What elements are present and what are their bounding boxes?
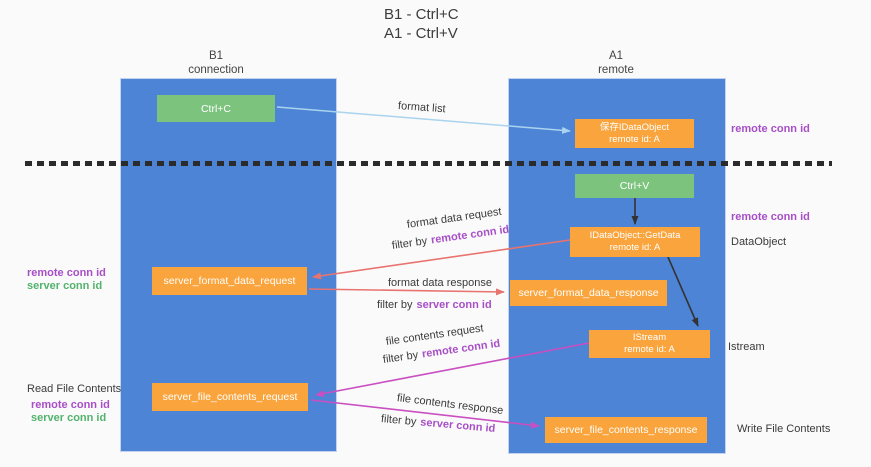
node-server-format-data-request: server_format_data_request (152, 267, 307, 295)
node-server-file-contents-request-label: server_file_contents_request (162, 391, 298, 403)
left-label-server-conn-id-1: server conn id (27, 280, 103, 292)
file-contents-response-arrow (310, 399, 540, 429)
left-label-remote-conn-id-2: remote conn id (31, 399, 110, 411)
node-idataobject-getdata-line2: remote id: A (609, 242, 661, 253)
left-column-role: connection (188, 64, 244, 76)
format-data-request-arrow (312, 239, 571, 280)
right-column-role: remote (598, 64, 634, 76)
node-istream: IStream remote id: A (589, 330, 710, 358)
node-ctrl-v-label: Ctrl+V (619, 180, 650, 192)
node-ctrl-c: Ctrl+C (157, 95, 275, 122)
node-ctrl-c-label: Ctrl+C (200, 102, 232, 115)
node-server-file-contents-response: server_file_contents_response (545, 417, 707, 443)
node-saved-idataobject-line1: 保存IDataObject (599, 121, 670, 133)
node-saved-idataobject: 保存IDataObject remote id: A (575, 119, 694, 148)
filter-server-conn-id-text: server conn id (416, 299, 492, 311)
title-line-2: A1 - Ctrl+V (384, 25, 458, 42)
left-column-header: B1 connection (120, 49, 312, 77)
label-filter-by-server-conn-id-1: filter by server conn id (377, 299, 492, 311)
node-idataobject-getdata-line1: IDataObject::GetData (589, 230, 681, 241)
right-label-dataobject: DataObject (731, 236, 787, 248)
node-server-file-contents-request: server_file_contents_request (152, 383, 308, 411)
getdata-to-istream-arrow (667, 256, 699, 327)
right-column-name: A1 (608, 50, 624, 62)
format-data-response-arrow (308, 288, 505, 296)
right-column-header: A1 remote (508, 49, 724, 77)
node-server-format-data-response-label: server_format_data_response (518, 287, 659, 299)
left-label-server-conn-id-2: server conn id (31, 412, 107, 424)
node-server-file-contents-response-label: server_file_contents_response (554, 424, 698, 436)
node-idataobject-getdata: IDataObject::GetData remote id: A (570, 227, 700, 257)
node-ctrl-v: Ctrl+V (575, 174, 694, 198)
right-label-remote-conn-id-2: remote conn id (731, 211, 810, 223)
node-istream-line2: remote id: A (624, 344, 675, 355)
title-line-1: B1 - Ctrl+C (384, 6, 459, 23)
right-label-write-file-contents: Write File Contents (737, 423, 831, 435)
right-label-istream: Istream (728, 341, 765, 353)
left-label-remote-conn-id-1: remote conn id (27, 267, 106, 279)
node-istream-line1: IStream (632, 332, 667, 343)
filter-by-text: filter by (377, 299, 413, 311)
node-saved-idataobject-line2: remote id: A (609, 133, 660, 145)
phase-separator-dashed-line (25, 161, 832, 166)
left-label-read-file-contents: Read File Contents (27, 383, 122, 395)
node-server-format-data-response: server_format_data_response (510, 280, 667, 306)
left-column-name: B1 (208, 50, 224, 62)
diagram-title: B1 - Ctrl+C A1 - Ctrl+V (384, 5, 459, 43)
file-contents-request-arrow (315, 342, 590, 397)
label-format-data-response: format data response (388, 277, 492, 289)
label-format-data-response-text: format data response (388, 277, 492, 289)
format-list-arrow (276, 106, 571, 134)
right-label-remote-conn-id-1: remote conn id (731, 123, 810, 135)
node-server-format-data-request-label: server_format_data_request (163, 275, 296, 287)
